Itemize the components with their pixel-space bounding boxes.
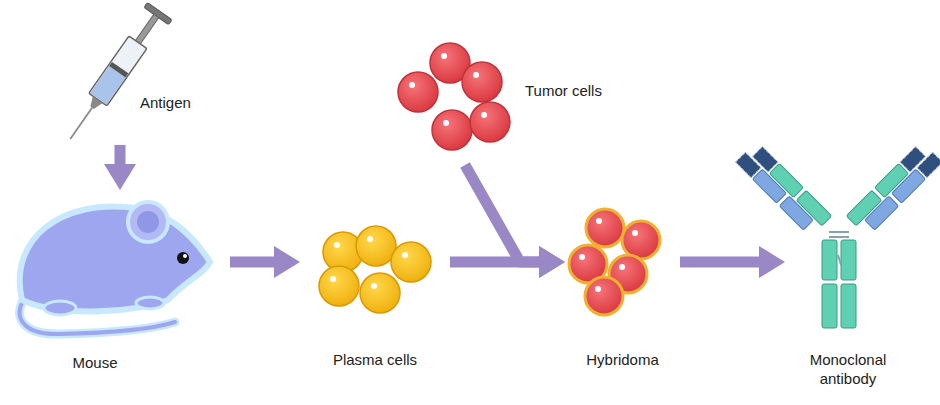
hybridoma-cell xyxy=(586,209,624,247)
disulfide-bond xyxy=(829,231,849,233)
plasma-cell xyxy=(391,242,431,282)
plasma-cell xyxy=(356,226,396,266)
syringe-needle xyxy=(70,108,92,139)
illustration-node: Plasma cells xyxy=(300,225,450,375)
hybridoma-cell-cluster xyxy=(569,209,660,315)
cell-highlight xyxy=(334,242,340,248)
antibody-illustration xyxy=(735,141,940,328)
plunger-rod xyxy=(134,14,158,45)
plasma-cell xyxy=(360,273,400,313)
cell-highlight xyxy=(441,53,447,59)
variable-region xyxy=(735,152,760,177)
tumor-cell xyxy=(470,102,510,142)
plunger-handle xyxy=(144,3,172,25)
node-label: Tumor cells xyxy=(525,81,620,100)
disulfide-bond xyxy=(838,255,841,265)
cell-highlight xyxy=(473,72,479,78)
cell-highlight xyxy=(595,286,601,292)
process-arrow xyxy=(230,257,274,268)
illustration-node: Monoclonal antibody xyxy=(785,160,910,395)
mouse-eye xyxy=(177,252,189,264)
cell-highlight xyxy=(367,236,373,242)
process-arrow xyxy=(465,165,539,262)
heavy-chain-segment xyxy=(841,284,856,328)
mouse-illustration xyxy=(20,202,210,334)
antibody-arm xyxy=(735,141,831,237)
variable-region xyxy=(917,152,940,177)
plunger-rubber xyxy=(109,62,128,78)
node-label: Mouse xyxy=(35,353,155,372)
mouse-ear xyxy=(128,202,168,242)
cell-highlight xyxy=(596,218,602,224)
syringe-barrel xyxy=(89,36,147,106)
antibody-arm xyxy=(846,141,940,237)
plasma-cell xyxy=(319,266,359,306)
light-chain-segment xyxy=(752,169,786,203)
node-label: Hybridoma xyxy=(565,350,680,369)
hybridoma-cell xyxy=(622,221,660,259)
process-arrow xyxy=(450,257,539,268)
tumor-cell-cluster xyxy=(398,43,510,150)
tumor-cell xyxy=(398,72,438,112)
hybridoma-cell xyxy=(585,277,623,315)
illustration-node: Hybridoma xyxy=(565,205,680,375)
process-arrow xyxy=(680,257,759,268)
syringe-tip xyxy=(87,96,103,111)
cell-highlight xyxy=(579,254,585,260)
node-label: Antigen xyxy=(140,93,230,112)
process-arrow xyxy=(115,145,126,164)
illustration-node: Tumor cells xyxy=(385,45,620,165)
cell-highlight xyxy=(443,120,449,126)
light-chain-segment xyxy=(865,196,899,230)
syringe-illustration xyxy=(58,3,172,148)
cell-highlight xyxy=(330,276,336,282)
cell-highlight xyxy=(409,82,415,88)
tumor-cell xyxy=(462,62,502,102)
light-chain-segment xyxy=(779,196,813,230)
mouse-foot xyxy=(136,297,164,309)
node-label: Monoclonal antibody xyxy=(793,350,903,388)
eye-highlight xyxy=(183,254,187,258)
cell-highlight xyxy=(402,252,408,258)
node-label: Plasma cells xyxy=(300,350,450,369)
heavy-chain-segment xyxy=(841,240,856,280)
illustration-node: Mouse xyxy=(10,190,230,375)
heavy-chain-segment xyxy=(822,240,837,280)
mouse-foot xyxy=(44,301,76,315)
tumor-cell xyxy=(432,110,472,150)
cell-highlight xyxy=(632,230,638,236)
mouse-ear-inner xyxy=(137,211,159,233)
illustration-node: Antigen xyxy=(30,5,210,145)
heavy-chain-segment xyxy=(822,284,837,328)
cell-highlight xyxy=(371,283,377,289)
cell-highlight xyxy=(619,264,625,270)
plasma-cell-cluster xyxy=(319,226,431,313)
cell-highlight xyxy=(481,112,487,118)
light-chain-segment xyxy=(892,169,926,203)
disulfide-bond xyxy=(829,236,849,238)
mouse-body xyxy=(20,207,210,312)
